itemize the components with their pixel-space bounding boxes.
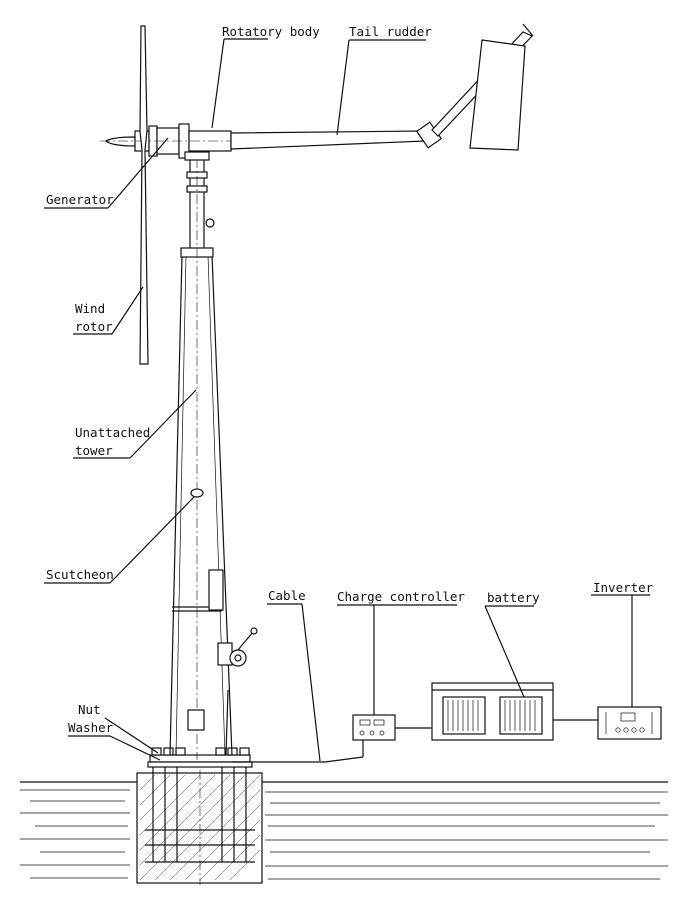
inverter-box xyxy=(597,706,662,740)
label-scutcheon: Scutcheon xyxy=(46,567,114,582)
scutcheon-plate xyxy=(190,488,204,498)
battery-bank xyxy=(431,682,554,741)
label-wind-rotor-line1: Wind xyxy=(75,301,105,316)
label-charge-controller: Charge controller xyxy=(337,589,465,604)
label-cable: Cable xyxy=(268,588,306,603)
charge-controller-box xyxy=(352,714,396,741)
label-washer: Washer xyxy=(68,720,114,735)
label-battery: battery xyxy=(487,590,540,605)
label-unattached-tower-line1: Unattached xyxy=(75,425,150,440)
label-inverter: Inverter xyxy=(593,580,654,595)
label-generator: Generator xyxy=(46,192,114,207)
label-nut: Nut xyxy=(78,702,101,717)
callouts: Rotatory body Tail rudder Generator Wind… xyxy=(44,24,654,762)
tower xyxy=(169,140,258,760)
tail-rudder xyxy=(230,23,534,151)
ground xyxy=(20,781,668,880)
cable xyxy=(232,719,598,763)
wind-rotor-blade xyxy=(139,25,149,365)
label-rotatory-body: Rotatory body xyxy=(222,24,320,39)
base-plate xyxy=(147,747,253,768)
foundation xyxy=(136,765,263,885)
label-unattached-tower-line2: tower xyxy=(75,443,113,458)
label-wind-rotor-line2: rotor xyxy=(75,319,113,334)
label-tail-rudder: Tail rudder xyxy=(349,24,432,39)
